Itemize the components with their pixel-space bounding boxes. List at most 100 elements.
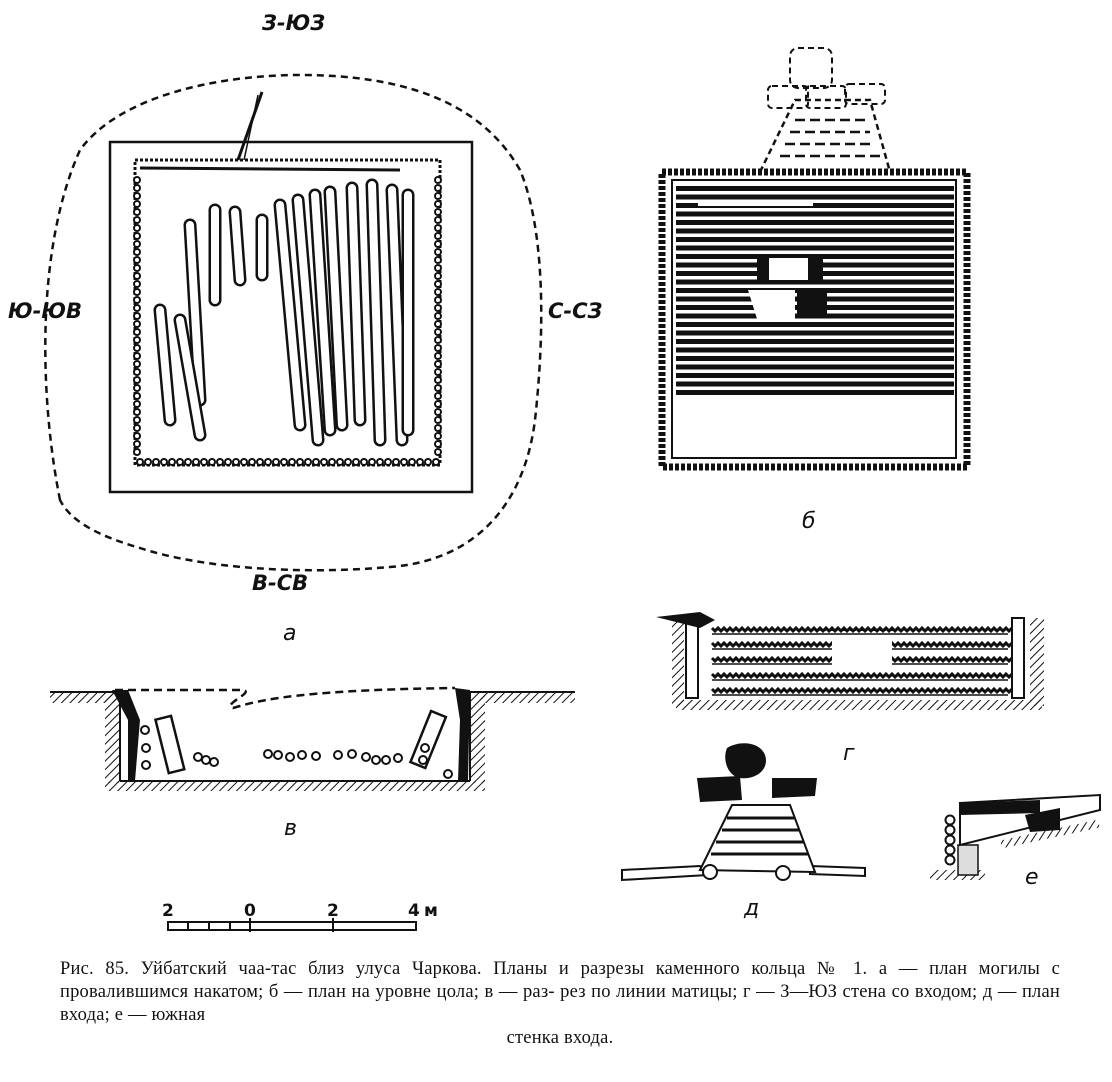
stone [193,752,203,762]
wall-stone [256,458,264,466]
log-fill [156,306,174,424]
floor-log [676,186,954,191]
wall-stone [376,458,384,466]
wall-stone [133,312,141,320]
wall-stone [434,440,442,448]
wall-stone [133,184,141,192]
wall-stone [133,328,141,336]
floor-log [676,203,954,208]
wall-stone [434,448,442,456]
wall-stone [176,458,184,466]
wall-stone [248,458,256,466]
wall-stone [312,458,320,466]
wall-stone [200,458,208,466]
wall-stone [144,458,152,466]
floor-log [676,211,954,217]
scale-tick-label: 0 [244,901,256,921]
floor-log [676,220,954,225]
floor-log [676,381,954,387]
wall-stone [133,272,141,280]
wall-stone [133,400,141,408]
wall-stone [136,458,144,466]
wall-stone [434,240,442,248]
wall-stone [434,416,442,424]
log-fill [348,184,364,424]
floor-log [676,322,954,327]
stone [209,757,219,767]
wall-stone [434,344,442,352]
collapsed-logs [133,176,442,466]
caption-line: рез по линии матицы; г — З—ЮЗ стена со в… [60,982,1061,1025]
stone [371,755,381,765]
wall-stone [434,232,442,240]
wall-stone [434,256,442,264]
stone [418,755,428,765]
wall-stone [336,458,344,466]
caption-line: Рис. 85. Уйбатский чаа-тас близ улуса Ча… [60,959,806,979]
scale-tick-label: 2 [327,901,339,921]
wall-stone [133,320,141,328]
wall-stone [133,296,141,304]
wall-stone [408,458,416,466]
wall-stone [133,408,141,416]
wall-stone [133,416,141,424]
wall-stone [208,458,216,466]
panel-a-plan [44,73,543,572]
wall-stone [424,458,432,466]
direction-right-label: С-СЗ [548,299,603,323]
panel-e-entrance-wall [930,793,1101,880]
panel-a-label: а [283,621,296,646]
wall-stone [240,458,248,466]
floor-log [676,279,954,285]
scale-tick-label: 4 [408,901,420,921]
wall-stone [133,224,141,232]
wall-stone [434,200,442,208]
wall-stone [133,384,141,392]
wall-stone [434,320,442,328]
wall-stone [434,272,442,280]
wall-stone [434,184,442,192]
inner-stone-border [133,158,442,467]
wall-stone [434,312,442,320]
stone [273,750,283,760]
stone [297,750,307,760]
wall-stone [133,304,141,312]
direction-top-label: З-ЮЗ [261,11,325,35]
gap [698,200,813,206]
log-fill [186,221,204,404]
wall-stone [434,176,442,184]
wall-stone [434,296,442,304]
floor-log [676,330,954,336]
panel-e-label: е [1025,865,1039,890]
floor-log [676,194,954,200]
wall-stone [133,264,141,272]
stone [393,753,403,763]
wall-stone [434,408,442,416]
stone [285,752,295,762]
log-fill [368,181,384,444]
wall-stone [133,192,141,200]
stone [347,749,357,759]
wall-stone [434,216,442,224]
wall-stone [133,200,141,208]
scale-bar: 2 0 2 4 м [162,901,438,932]
wall-stone [280,458,288,466]
wall-stone [133,288,141,296]
wall-stone [434,432,442,440]
stone-row [140,725,453,779]
wall-stone [344,458,352,466]
wall-stone [232,458,240,466]
wall-stone [416,458,424,466]
wall-stone [434,328,442,336]
wall-stone [272,458,280,466]
direction-bottom-label: В-СВ [252,571,308,595]
stone [420,743,430,753]
stone [361,752,371,762]
floor-log [676,356,954,361]
wall-stone [434,400,442,408]
panel-b-label: б [802,509,816,534]
stone [333,750,343,760]
panel-g-wall [656,612,1044,710]
wall-stone [133,280,141,288]
stone [141,760,151,770]
